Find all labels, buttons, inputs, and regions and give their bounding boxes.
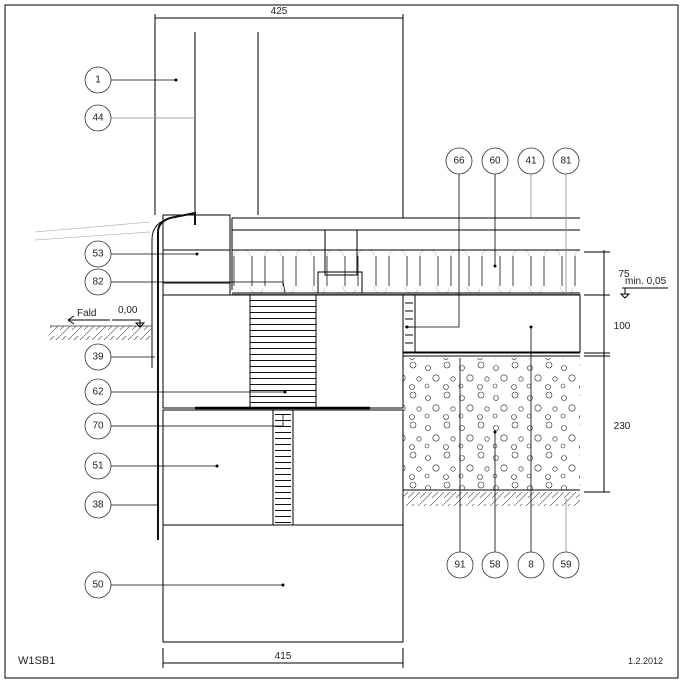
min-slope-text: min. 0,05 [625, 276, 667, 287]
label-60: 60 [489, 156, 501, 167]
slope-text: Fald [77, 308, 96, 319]
labels-left [84, 66, 112, 599]
slab-and-gravel [402, 294, 581, 506]
label-59: 59 [560, 560, 572, 571]
dimension-bottom-text: 415 [275, 651, 292, 662]
dimension-100: 100 [614, 321, 631, 332]
dimension-bottom: 415 [162, 648, 404, 668]
floor-layers [231, 217, 580, 295]
slope-annotation: Fald 0,00 [67, 305, 146, 328]
label-41: 41 [525, 156, 537, 167]
labels-top [445, 147, 580, 175]
label-66: 66 [453, 156, 465, 167]
drawing-frame [4, 4, 679, 679]
wall-upper [154, 18, 404, 218]
label-70: 70 [92, 421, 104, 432]
label-81: 81 [560, 156, 572, 167]
dimension-top: 425 [154, 6, 404, 24]
label-62: 62 [92, 387, 104, 398]
min-slope-annotation: min. 0,05 [619, 276, 668, 299]
drawing-date: 1.2.2012 [628, 656, 663, 666]
label-8: 8 [528, 560, 534, 571]
label-44: 44 [92, 113, 104, 124]
dimension-75: 75 [618, 269, 630, 280]
label-50: 50 [92, 580, 104, 591]
ground-level-text: 0,00 [118, 305, 138, 316]
label-39: 39 [92, 352, 104, 363]
dimension-right: 75 100 230 [584, 250, 631, 493]
label-91: 91 [454, 560, 466, 571]
labels-bottom [446, 551, 580, 579]
ground-hatch [50, 326, 152, 340]
foundation [162, 294, 404, 643]
label-58: 58 [489, 560, 501, 571]
label-53: 53 [92, 249, 104, 260]
membrane [157, 211, 196, 540]
label-1: 1 [95, 75, 101, 86]
leader-lines [111, 79, 567, 586]
drawing-code: W1SB1 [18, 655, 55, 667]
label-82: 82 [92, 277, 104, 288]
label-51: 51 [92, 461, 104, 472]
dimension-230: 230 [614, 421, 631, 432]
dimension-top-text: 425 [271, 6, 288, 17]
leader-dots [174, 78, 533, 587]
label-38: 38 [92, 500, 104, 511]
